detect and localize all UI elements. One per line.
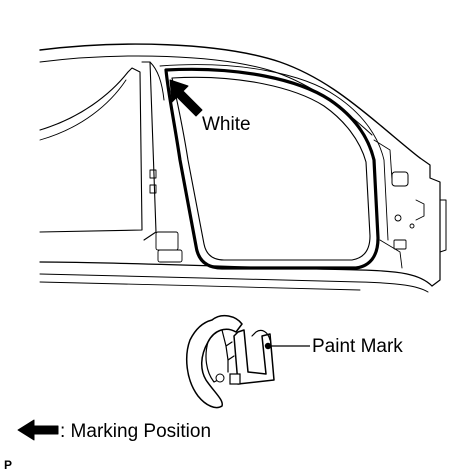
arrow-icon: [169, 79, 203, 117]
arrow-icon: [17, 419, 59, 441]
label-paint-mark: Paint Mark: [312, 336, 403, 357]
weatherstrip-cross-section: [185, 314, 275, 409]
figure-code: P: [4, 458, 12, 472]
legend-marking-position: : Marking Position: [60, 421, 211, 442]
body-side-panel: [39, 43, 447, 293]
label-white: White: [202, 114, 251, 135]
